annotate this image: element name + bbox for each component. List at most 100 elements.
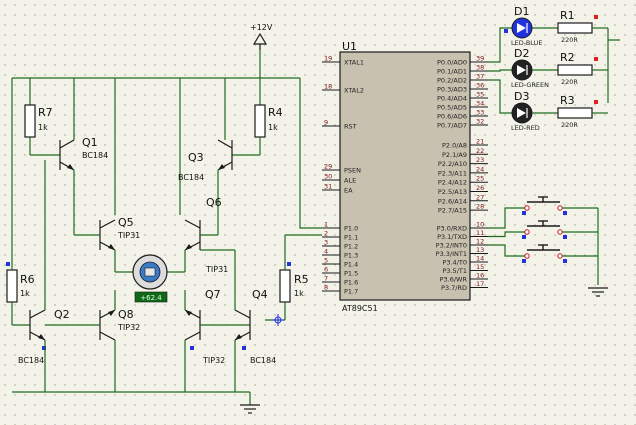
resistor-r7[interactable] (24, 104, 60, 156)
mcu-pin-name: P0.1/AD1 (437, 68, 467, 76)
q7-part: TIP32 (202, 356, 225, 365)
mcu-pin-name: P3.1/TXD (437, 233, 467, 241)
resistor-ref: R2 (560, 51, 575, 64)
mcu-pin-number: 29 (324, 163, 332, 171)
mcu-pin-number: 14 (476, 255, 484, 263)
mcu-pin-name: P3.2/INT0 (436, 242, 467, 250)
mcu-pin-name: P2.2/A10 (438, 160, 467, 168)
mcu-pin-name: ALE (344, 177, 356, 185)
q1-ref: Q1 (82, 136, 98, 149)
mcu-pin-number: 26 (476, 184, 484, 192)
mcu-body[interactable] (339, 51, 471, 301)
mcu-pin-name: XTAL1 (344, 59, 364, 67)
led-ref: D3 (514, 90, 529, 103)
led-label: LED-RED (511, 124, 540, 132)
mcu-pin-number: 18 (324, 83, 332, 91)
push-button-1[interactable] (488, 196, 598, 229)
resistor-r6[interactable] (6, 120, 30, 326)
transistor-q5[interactable] (73, 180, 116, 272)
mcu-pin-number: 35 (476, 91, 484, 99)
supply-label: +12V (250, 23, 273, 32)
mcu-pin-name: P0.3/AD3 (437, 86, 467, 94)
mcu-pin-number: 33 (476, 109, 484, 117)
mcu-ref: U1 (342, 40, 357, 53)
push-button-3[interactable] (488, 244, 598, 263)
transistor-q1[interactable] (59, 139, 75, 180)
mcu-pin-name: P0.5/AD5 (437, 104, 467, 112)
supply-terminal[interactable] (252, 32, 268, 50)
transistor-q4[interactable] (200, 249, 251, 341)
q4-part: BC184 (250, 356, 276, 365)
mcu-pin-name: P3.7/RD (441, 284, 467, 292)
led-ref: D2 (514, 47, 529, 60)
wire-supply-rail (11, 50, 300, 120)
transistor-q2[interactable] (29, 160, 46, 341)
mcu-pin-number: 17 (476, 280, 484, 288)
transistor-q8[interactable] (45, 290, 116, 341)
mcu-pin-name: P1.3 (344, 252, 358, 260)
transistor-q7[interactable] (184, 290, 250, 341)
probe-marker[interactable] (272, 314, 284, 326)
resistor-r4[interactable] (232, 104, 266, 156)
wire-led-rail (607, 28, 620, 103)
q2-pin-marker (42, 346, 46, 350)
mcu-pin-name: P2.7/A15 (438, 207, 467, 215)
transistor-q3[interactable] (217, 139, 233, 180)
mcu-pin-number: 1 (324, 221, 328, 229)
push-button-2[interactable] (488, 220, 598, 239)
mcu-pin-number: 11 (476, 229, 484, 237)
transistor-q6[interactable] (184, 180, 219, 272)
motor[interactable] (132, 254, 168, 290)
mcu-pin-number: 27 (476, 193, 484, 201)
mcu-pin-number: 21 (476, 138, 484, 146)
q5-ref: Q5 (118, 216, 134, 229)
resistor-value: 220R (561, 36, 578, 44)
mcu-pin-name: P2.6/A14 (438, 197, 467, 205)
